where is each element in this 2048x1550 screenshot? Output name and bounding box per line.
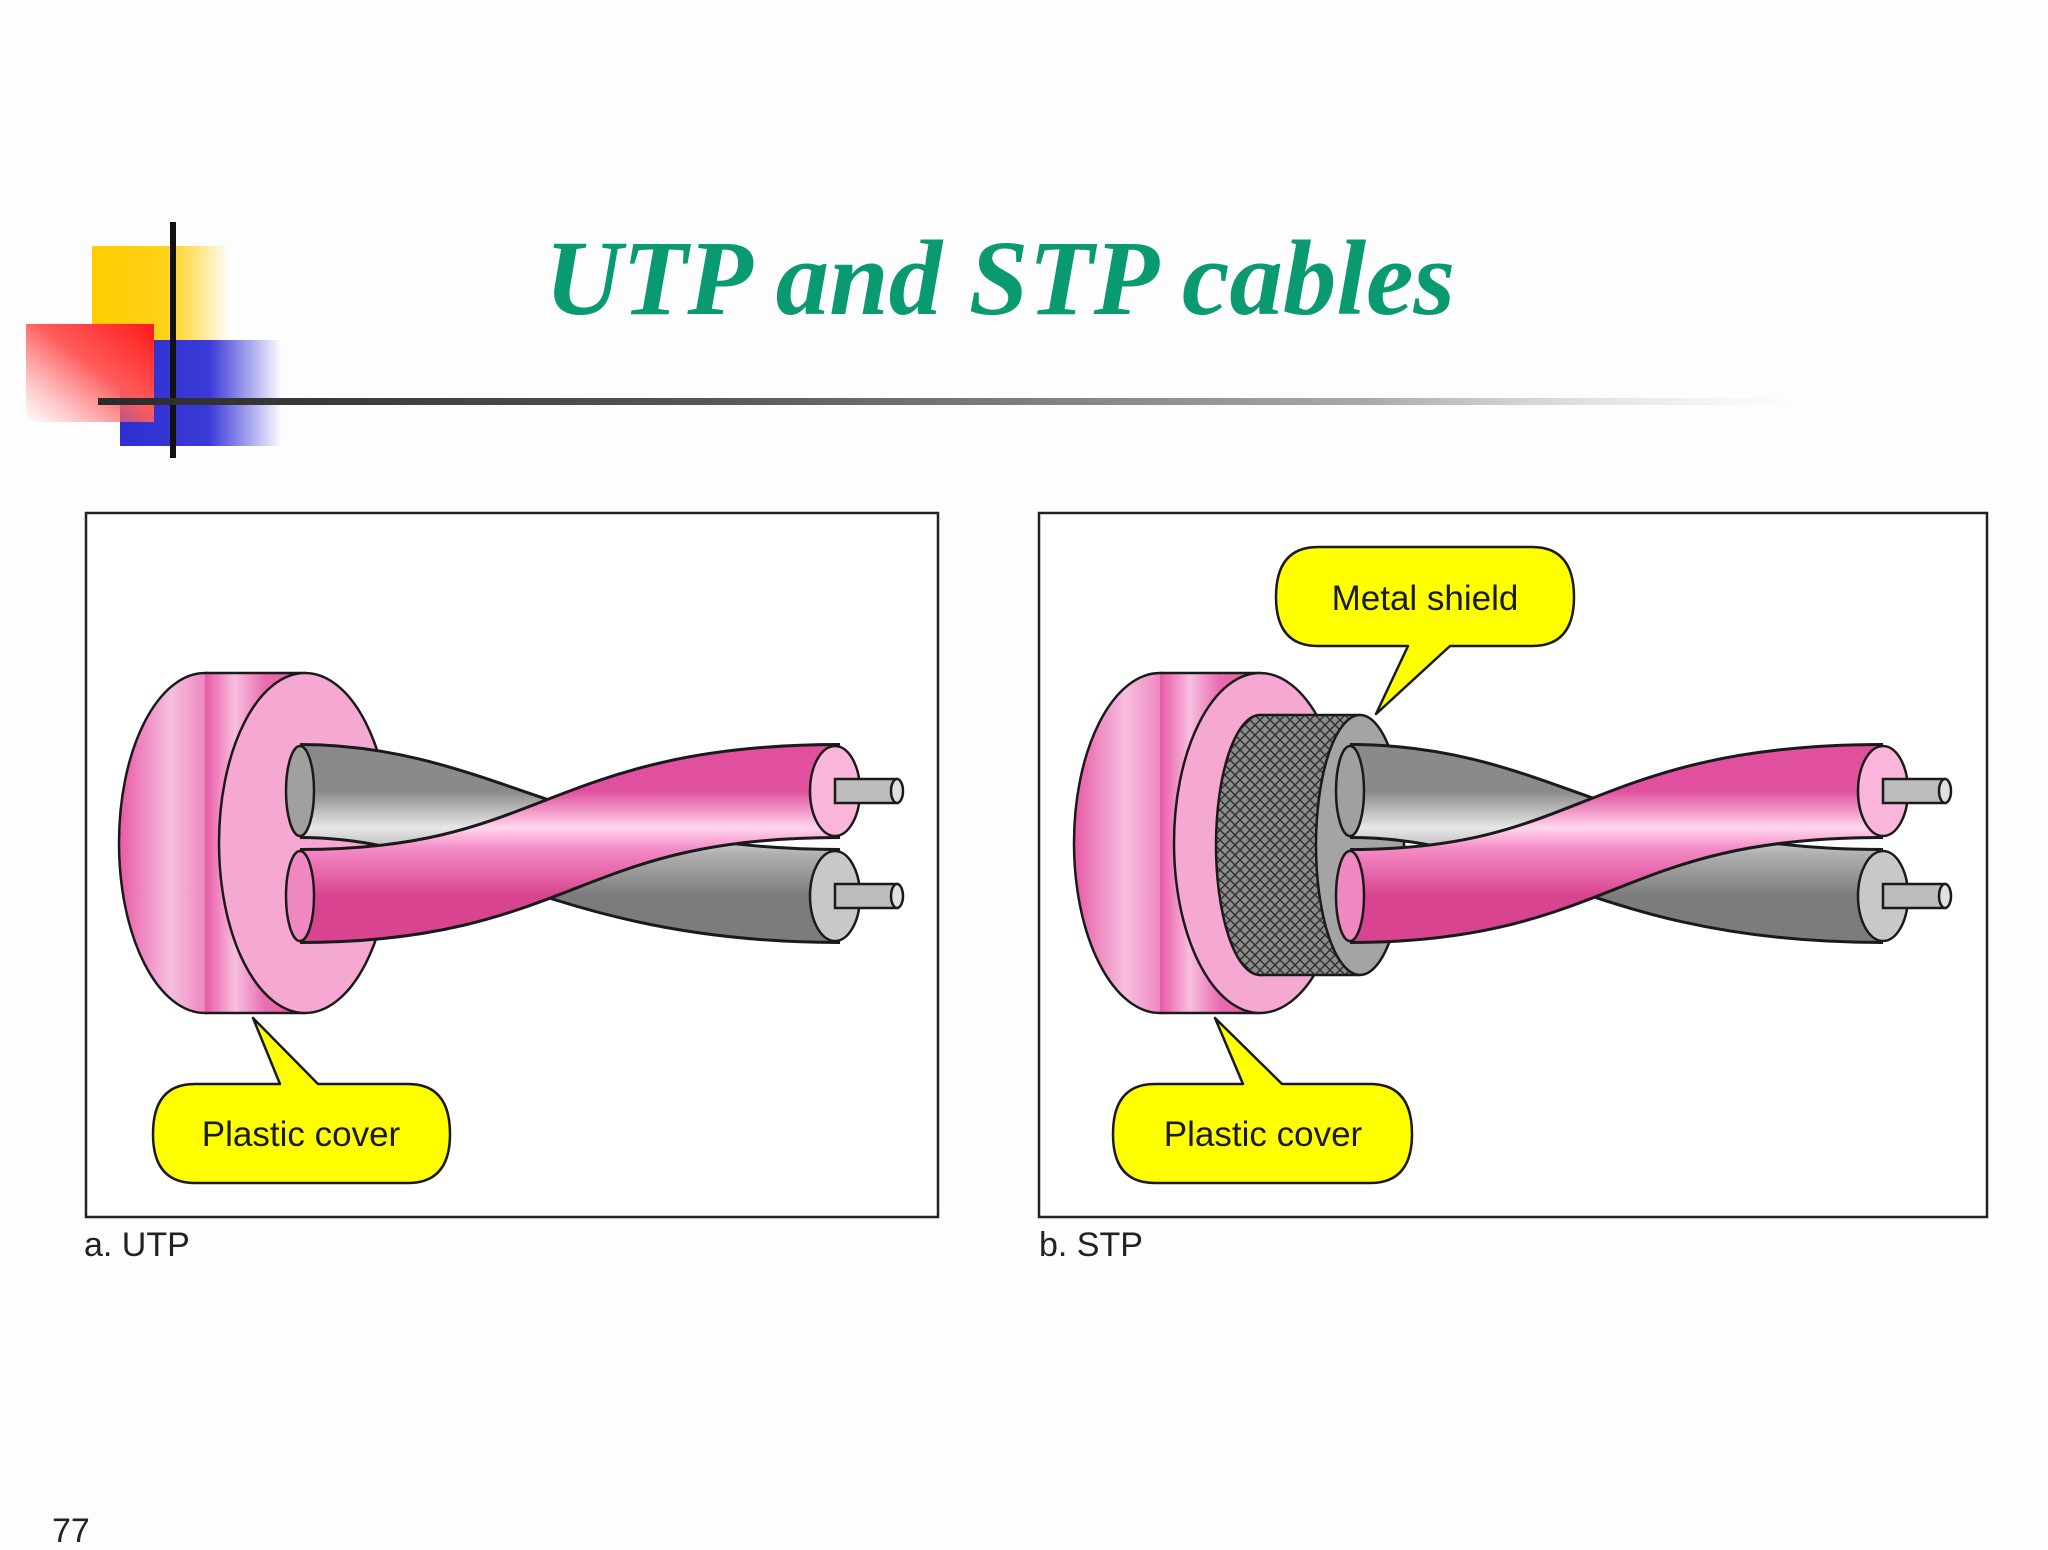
stp-metal-shield-callout: Metal shield	[1274, 545, 1576, 716]
slide-ornament	[26, 222, 1798, 458]
page-number: 77	[52, 1512, 90, 1550]
title-rule	[98, 398, 1798, 405]
decor-red-square	[26, 324, 154, 422]
stp-panel-caption: b. STP	[1039, 1226, 1143, 1264]
utp-panel-caption: a. UTP	[84, 1226, 190, 1264]
decor-vertical-line	[170, 222, 176, 458]
slide-title: UTP and STP cables	[544, 220, 1456, 338]
utp-conductor-bottom	[889, 882, 905, 910]
utp-plastic-cover-callout: Plastic cover	[151, 1016, 452, 1185]
stp-pink-wire	[1349, 746, 1884, 941]
stp-conductor-bottom	[1937, 882, 1953, 910]
stp-metal-shield-label: Metal shield	[1332, 579, 1519, 618]
stp-plastic-cover-label: Plastic cover	[1164, 1115, 1363, 1154]
utp-pink-wire	[299, 746, 841, 941]
utp-plastic-cover-label: Plastic cover	[202, 1115, 401, 1154]
stp-panel: Metal shield Plastic cover	[1037, 511, 1989, 1219]
stp-conductor-top	[1937, 777, 1953, 805]
stp-plastic-cover-callout: Plastic cover	[1111, 1016, 1414, 1185]
utp-conductor-top	[889, 777, 905, 805]
utp-panel: Plastic cover	[84, 511, 940, 1219]
